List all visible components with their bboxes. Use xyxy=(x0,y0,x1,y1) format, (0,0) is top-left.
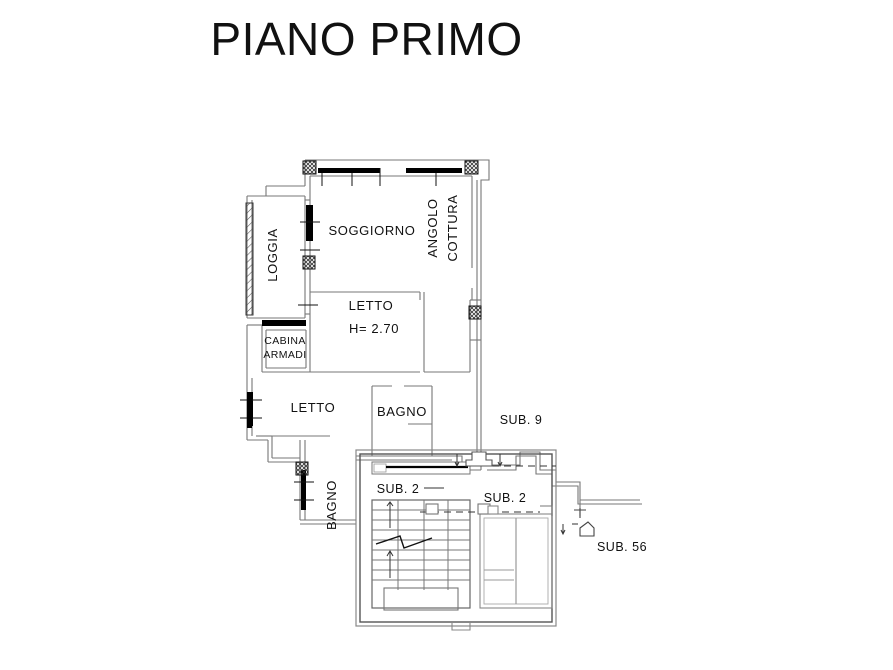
room-label-bagno-upper: BAGNO xyxy=(377,404,427,419)
door-jambs xyxy=(247,392,252,428)
room-label-letto-height: H= 2.70 xyxy=(349,321,399,336)
room-label-soggiorno: SOGGIORNO xyxy=(328,223,415,238)
room-label-group: LOGGIA SOGGIORNO ANGOLO COTTURA LETTO H=… xyxy=(263,194,460,530)
sub-label-group: SUB. 9 SUB. 2 SUB. 2 SUB. 56 xyxy=(377,413,647,554)
room-label-cabina: CABINA xyxy=(264,335,306,347)
loggia-railing xyxy=(245,202,254,316)
room-label-letto-primary: LETTO xyxy=(349,298,394,313)
room-label-bagno-corridor: BAGNO xyxy=(324,480,339,530)
room-label-letto-secondary: LETTO xyxy=(291,400,336,415)
stairwell-block xyxy=(355,449,557,631)
sub-label-2-stairwell: SUB. 2 xyxy=(377,482,420,496)
room-label-cottura: COTTURA xyxy=(445,194,460,261)
page-title: PIANO PRIMO xyxy=(210,13,523,65)
room-label-armadi: ARMADI xyxy=(263,349,306,361)
room-label-loggia: LOGGIA xyxy=(265,228,280,281)
window-jamb-marks xyxy=(240,168,437,501)
sub-label-9: SUB. 9 xyxy=(500,413,543,427)
room-label-angolo: ANGOLO xyxy=(425,198,440,257)
pilaster-group xyxy=(295,160,482,476)
fixture-symbols xyxy=(425,451,595,537)
sub-label-56: SUB. 56 xyxy=(597,540,647,554)
sub-label-2-right: SUB. 2 xyxy=(484,491,527,505)
